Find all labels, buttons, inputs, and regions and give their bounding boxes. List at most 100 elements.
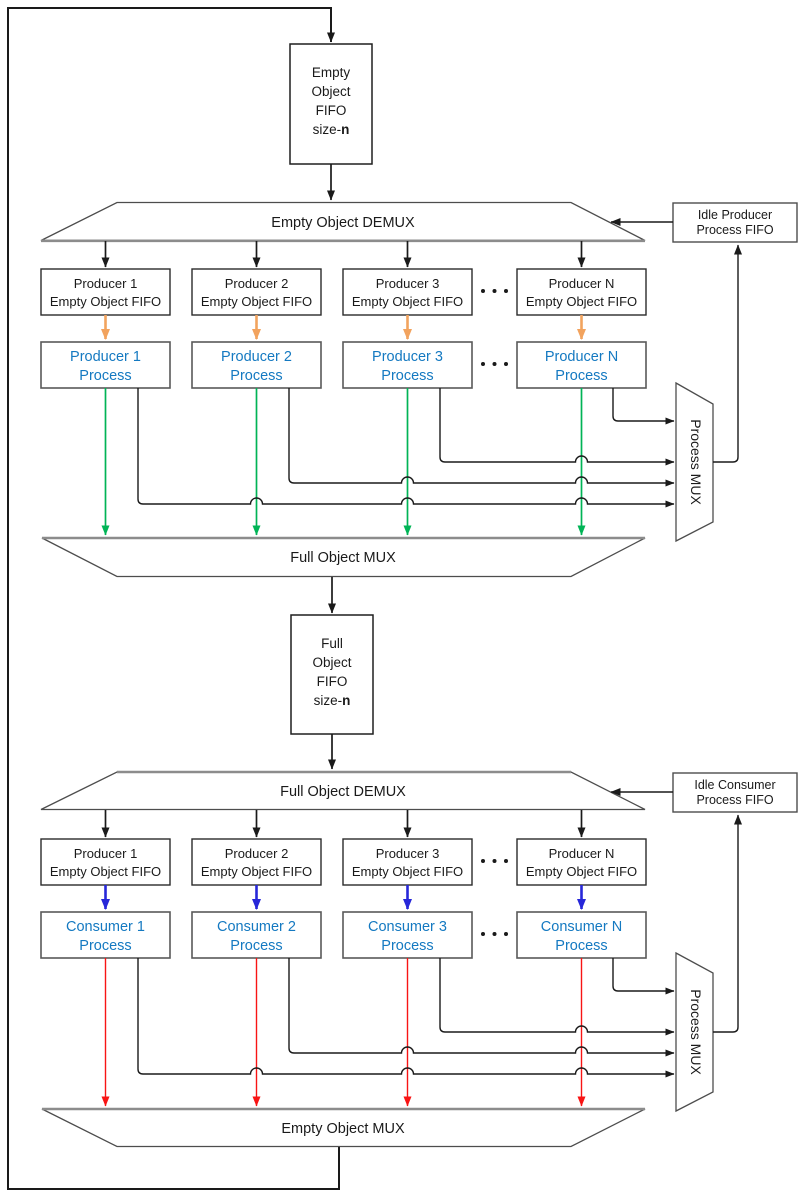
producer2-to-process-mux-line bbox=[288, 388, 675, 487]
consumerN-process-rect bbox=[516, 911, 647, 959]
consumer1-fifo-line2: Empty Object FIFO bbox=[50, 864, 161, 879]
consumer3-process-line1: Consumer 3 bbox=[368, 919, 447, 935]
producer3-process-line2: Process bbox=[381, 368, 433, 384]
consumerN-process-line1: Consumer N bbox=[541, 919, 622, 935]
full-object-fifo-rect bbox=[290, 614, 374, 735]
empty-object-demux-label: Empty Object DEMUX bbox=[271, 215, 415, 231]
full-object-fifo-size-label: size-n bbox=[314, 693, 351, 708]
empty-object-mux-label: Empty Object MUX bbox=[281, 1121, 405, 1137]
consumer3-fifo-rect bbox=[342, 838, 473, 886]
consumer2-fifo-line1: Producer 2 bbox=[225, 846, 289, 861]
consumer2-to-process-mux-line bbox=[288, 958, 675, 1057]
consumer1-to-process-mux-line bbox=[137, 958, 675, 1078]
empty-object-fifo-line3: FIFO bbox=[316, 103, 347, 118]
producer3-process-rect bbox=[342, 341, 473, 389]
producerN-fifo-line2: Empty Object FIFO bbox=[526, 294, 637, 309]
empty-object-fifo-box: Empty Object FIFO size-n bbox=[289, 43, 373, 165]
idle-producer-fifo-line1: Idle Producer bbox=[698, 208, 772, 222]
producer3-fifo-rect bbox=[342, 268, 473, 316]
producerN-process-rect bbox=[516, 341, 647, 389]
producer2-process-rect bbox=[191, 341, 322, 389]
idle-producer-fifo-rect bbox=[672, 202, 798, 243]
consumer1-process-rect bbox=[40, 911, 171, 959]
consumerN-process-line2: Process bbox=[555, 938, 607, 954]
idle-consumer-fifo-box: Idle Consumer Process FIFO bbox=[672, 772, 798, 813]
full-object-demux: Full Object DEMUX bbox=[40, 770, 646, 811]
producer-process-mux-shape bbox=[675, 381, 714, 543]
producer-process-mux: Process MUX bbox=[675, 381, 714, 543]
producer2-process-line2: Process bbox=[230, 368, 282, 384]
ellipsis-icon bbox=[481, 859, 508, 863]
ellipsis-icon bbox=[481, 362, 508, 366]
full-object-fifo-line1: Full bbox=[321, 636, 343, 651]
consumer3-process-line2: Process bbox=[381, 938, 433, 954]
consumer-mux-to-idle-fifo-arrow bbox=[713, 814, 742, 1033]
producer2-fifo-line2: Empty Object FIFO bbox=[201, 294, 312, 309]
consumer1-process-line2: Process bbox=[79, 938, 131, 954]
idle-consumer-fifo-rect bbox=[672, 772, 798, 813]
empty-object-fifo-line1: Empty bbox=[312, 65, 351, 80]
consumer2-process-line2: Process bbox=[230, 938, 282, 954]
consumer1-process-line1: Consumer 1 bbox=[66, 919, 145, 935]
producer3-process-line1: Producer 3 bbox=[372, 349, 443, 365]
producer1-fifo-rect bbox=[40, 268, 171, 316]
consumer2-fifo-line2: Empty Object FIFO bbox=[201, 864, 312, 879]
empty-object-fifo-size-label: size-n bbox=[313, 122, 350, 137]
producer2-process-line1: Producer 2 bbox=[221, 349, 292, 365]
consumer-fifo-row: Producer 1 Empty Object FIFO Producer 2 … bbox=[40, 838, 647, 886]
producer-fifo-row: Producer 1 Empty Object FIFO Producer 2 … bbox=[40, 268, 647, 316]
producer1-fifo-line2: Empty Object FIFO bbox=[50, 294, 161, 309]
full-object-fifo-line2: Object bbox=[312, 655, 351, 670]
idle-producer-fifo-box: Idle Producer Process FIFO bbox=[672, 202, 798, 243]
consumer1-fifo-rect bbox=[40, 838, 171, 886]
producer3-to-process-mux-line bbox=[439, 388, 675, 466]
recycle-loop-arrow bbox=[7, 7, 340, 1190]
producer1-to-process-mux-line bbox=[137, 388, 675, 508]
consumer-process-row: Consumer 1 Process Consumer 2 Process Co… bbox=[40, 911, 647, 959]
consumer3-fifo-line1: Producer 3 bbox=[376, 846, 440, 861]
producer3-fifo-line2: Empty Object FIFO bbox=[352, 294, 463, 309]
full-object-fifo-box: Full Object FIFO size-n bbox=[290, 614, 374, 735]
consumer-process-mux-label: Process MUX bbox=[688, 989, 704, 1075]
consumer3-process-rect bbox=[342, 911, 473, 959]
idle-consumer-fifo-line2: Process FIFO bbox=[696, 793, 773, 807]
empty-object-mux: Empty Object MUX bbox=[41, 1107, 646, 1148]
consumer2-process-line1: Consumer 2 bbox=[217, 919, 296, 935]
empty-object-fifo-line2: Object bbox=[311, 84, 350, 99]
producerN-fifo-rect bbox=[516, 268, 647, 316]
producerN-process-line1: Producer N bbox=[545, 349, 618, 365]
producerN-process-line2: Process bbox=[555, 368, 607, 384]
consumer-process-mux: Process MUX bbox=[675, 951, 714, 1113]
consumerN-to-process-mux-line bbox=[612, 958, 675, 995]
producer1-fifo-line1: Producer 1 bbox=[74, 276, 138, 291]
ellipsis-icon bbox=[481, 289, 508, 293]
producer2-fifo-line1: Producer 2 bbox=[225, 276, 289, 291]
producer-mux-to-idle-fifo-arrow bbox=[713, 244, 742, 463]
producer1-process-line1: Producer 1 bbox=[70, 349, 141, 365]
consumer-process-mux-shape bbox=[675, 951, 714, 1113]
producer1-process-line2: Process bbox=[79, 368, 131, 384]
consumer3-to-process-mux-line bbox=[439, 958, 675, 1036]
ellipsis-icon bbox=[481, 932, 508, 936]
producer3-fifo-line1: Producer 3 bbox=[376, 276, 440, 291]
full-object-fifo-line3: FIFO bbox=[317, 674, 348, 689]
empty-object-demux: Empty Object DEMUX bbox=[40, 201, 646, 243]
full-object-demux-label: Full Object DEMUX bbox=[280, 784, 406, 800]
consumerN-fifo-line1: Producer N bbox=[549, 846, 615, 861]
producer1-process-rect bbox=[40, 341, 171, 389]
producer-process-row: Producer 1 Process Producer 2 Process Pr… bbox=[40, 341, 647, 389]
consumerN-fifo-line2: Empty Object FIFO bbox=[526, 864, 637, 879]
consumer2-process-rect bbox=[191, 911, 322, 959]
consumerN-fifo-rect bbox=[516, 838, 647, 886]
idle-consumer-fifo-line1: Idle Consumer bbox=[694, 778, 775, 792]
idle-producer-fifo-line2: Process FIFO bbox=[696, 223, 773, 237]
producer-process-mux-label: Process MUX bbox=[688, 419, 704, 505]
consumer1-fifo-line1: Producer 1 bbox=[74, 846, 138, 861]
consumer2-fifo-rect bbox=[191, 838, 322, 886]
producerN-to-process-mux-line bbox=[612, 388, 675, 425]
producerN-fifo-line1: Producer N bbox=[549, 276, 615, 291]
full-object-mux: Full Object MUX bbox=[41, 536, 646, 578]
producer2-fifo-rect bbox=[191, 268, 322, 316]
